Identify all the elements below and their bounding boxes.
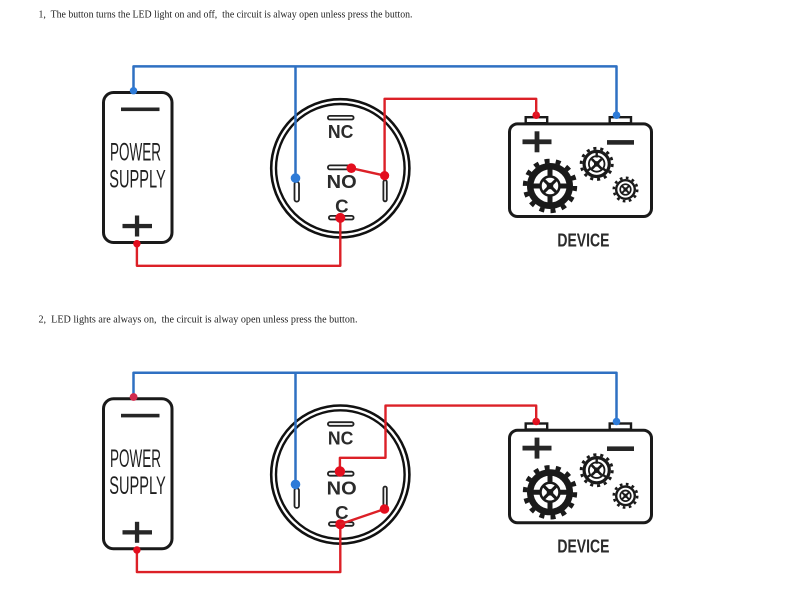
svg-text:2, LED lights are always on,: 2, LED lights are always on, the circuit… — [39, 314, 358, 326]
svg-text:1, The button turns the LED l: 1, The button turns the LED light on and… — [39, 9, 413, 21]
